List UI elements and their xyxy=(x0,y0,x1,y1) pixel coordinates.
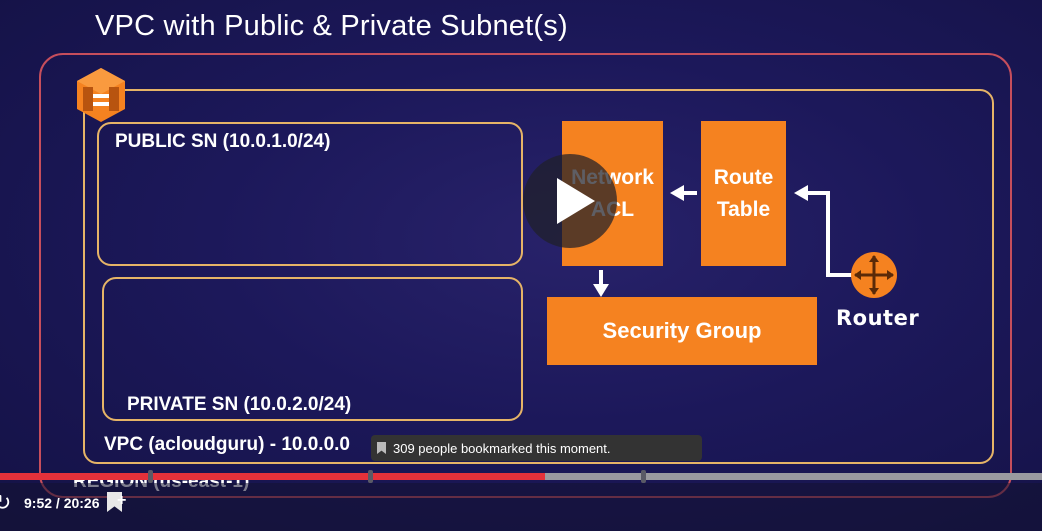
private-subnet-label: PRIVATE SN (10.0.2.0/24) xyxy=(127,394,352,415)
router-label: Router xyxy=(836,306,920,330)
chapter-marker[interactable] xyxy=(641,470,646,483)
bookmark-icon[interactable] xyxy=(107,492,122,512)
bookmark-small-icon xyxy=(377,442,386,454)
replay-icon[interactable]: ↻ xyxy=(0,490,12,515)
vpc-box xyxy=(83,89,994,464)
time-display: 9:52 / 20:26 xyxy=(24,495,100,511)
vpc-label: VPC (acloudguru) - 10.0.0.0 xyxy=(104,434,350,455)
player-controls: ↻ 9:52 / 20:26 + xyxy=(0,483,1042,531)
private-subnet-box xyxy=(102,277,523,421)
chapter-marker[interactable] xyxy=(368,470,373,483)
route-table-box: Route Table xyxy=(701,121,786,266)
slide-title: VPC with Public & Private Subnet(s) xyxy=(95,10,568,42)
bookmark-tooltip-text: 309 people bookmarked this moment. xyxy=(393,440,611,456)
security-group-box: Security Group xyxy=(547,297,817,365)
play-icon[interactable] xyxy=(557,178,595,224)
public-subnet-label: PUBLIC SN (10.0.1.0/24) xyxy=(115,131,331,152)
add-bookmark-plus-icon[interactable]: + xyxy=(117,492,127,509)
public-subnet-box xyxy=(97,122,523,266)
bookmark-tooltip: 309 people bookmarked this moment. xyxy=(371,435,702,461)
vpc-logo-icon xyxy=(77,68,125,122)
chapter-marker[interactable] xyxy=(148,470,153,483)
progress-fill xyxy=(0,473,545,480)
progress-bar[interactable] xyxy=(0,470,1042,483)
router-icon xyxy=(851,252,897,298)
